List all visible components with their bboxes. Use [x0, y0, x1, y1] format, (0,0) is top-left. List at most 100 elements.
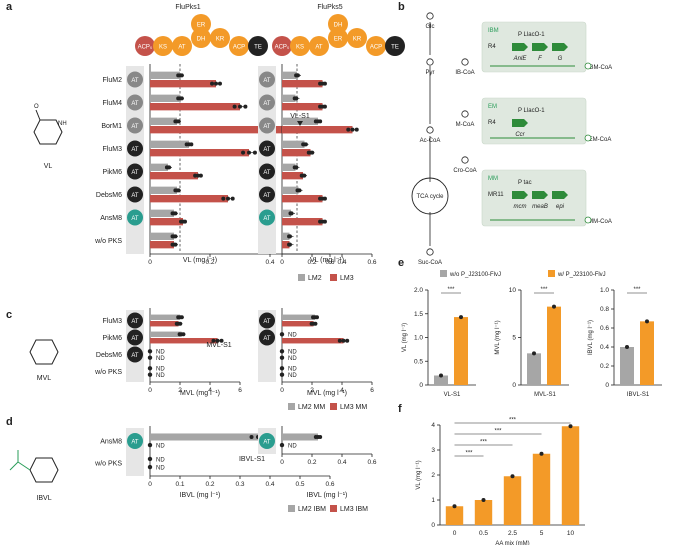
a-left-at-circle-4 — [127, 163, 143, 180]
c-left-nd-dot-2-1 — [147, 355, 153, 360]
c-left-nd-dot-2-0 — [147, 349, 153, 354]
b-gene-label-0-0: AnlE — [513, 56, 528, 62]
d-right-nd-0-1: ND — [288, 443, 297, 449]
c-right-point-1-1-2 — [345, 338, 350, 343]
d-left-row-label-1: w/o PKS — [94, 461, 122, 468]
e-ytick-label-1-2: 10 — [509, 287, 517, 294]
b-module-product-1: EM-CoA — [589, 137, 612, 143]
a-left-xtick-label-2: 0.4 — [265, 259, 274, 266]
a-legend-lm3: LM3 — [340, 275, 354, 282]
a-left-point-1-1-0 — [232, 104, 237, 109]
c-right-nd-3-0: ND — [288, 367, 297, 373]
e-point-2-1 — [645, 319, 649, 324]
b-node-label-7: Suc-CoA — [418, 260, 442, 266]
b-node-0 — [426, 12, 434, 20]
panel-label-f: f — [398, 403, 402, 415]
a-left-xtick-label-0: 0 — [148, 259, 152, 266]
b-gene-arrow-2-0 — [512, 191, 528, 199]
b-tca-circle — [411, 177, 449, 215]
d-left-row-label-0: AnsM8 — [100, 439, 122, 446]
b-node-label-6: TCA cycle — [416, 194, 444, 200]
a-left-bar-2-0 — [150, 117, 177, 125]
a-left-at-circle-6 — [127, 209, 143, 226]
d-left-xtick-label-4: 0.4 — [265, 481, 274, 488]
c-left-point-1-1-0 — [211, 338, 216, 343]
a-left-point-5-1-2 — [230, 196, 235, 201]
a-left-point-1-1-2 — [243, 104, 248, 109]
a-left-point-0-1-2 — [217, 81, 222, 86]
c-legend-lm3-swatch — [330, 403, 337, 410]
a-left-at-label-4: AT — [131, 170, 139, 176]
d-left-nd-0-1: ND — [156, 443, 165, 449]
a-right-point-2-1-1 — [350, 127, 355, 132]
c-left-row-label-2: DebsM6 — [96, 352, 122, 359]
a-left-row-label-1: FluM4 — [103, 100, 123, 107]
c-left-point-0-1-2 — [178, 321, 183, 326]
c-right-xtick-label-3: 6 — [370, 387, 374, 394]
a-left-row-label-5: DebsM6 — [96, 192, 122, 199]
d-left-nd-dot-1-0 — [147, 456, 153, 462]
e-category-1: MVL-S1 — [534, 392, 556, 398]
e-ytick-label-2-3: 0.6 — [600, 325, 609, 332]
b-gene-label-0-1: F — [538, 56, 542, 62]
b-module-strain-1: R4 — [488, 120, 496, 126]
c-right-xtick-label-2: 4 — [340, 387, 344, 394]
e-ytick-label-2-2: 0.4 — [600, 344, 609, 351]
flupks1-domain-label-2: AT — [178, 45, 186, 51]
c-left-nd-2-1: ND — [156, 356, 165, 362]
flupks5-domain-label-5: KR — [353, 37, 362, 43]
e-point-0-0 — [439, 373, 443, 378]
d-left-xtick-label-5: 0.5 — [295, 481, 304, 488]
e-point-1-1 — [552, 304, 556, 309]
a-right-point-0-0-2 — [295, 73, 300, 78]
d-right-point-0-0-2 — [318, 434, 323, 439]
f-point-1 — [481, 498, 486, 502]
vl-carbonyl — [35, 109, 41, 121]
b-gene-label-1-0: Ccr — [515, 132, 525, 138]
a-left-row-label-7: w/o PKS — [94, 238, 122, 245]
f-bar-4 — [561, 426, 580, 525]
d-legend-lm3: LM3 IBM — [340, 506, 368, 513]
e-sig-0: *** — [447, 287, 455, 293]
d-left-nd-1-1: ND — [156, 465, 165, 471]
a-right-point-5-0-2 — [297, 188, 302, 193]
f-xtick-label-1: 0.5 — [479, 530, 488, 537]
ibvl-isobutyl — [9, 450, 31, 471]
a-annotation: VL-S1 — [290, 113, 310, 120]
c-left-xtick-label-2: 4 — [208, 387, 212, 394]
flupks1-domain-label-3: ER — [197, 23, 206, 29]
a-left-bar-1-0 — [150, 94, 180, 102]
d-right-xtick-label-3: 0.6 — [367, 459, 376, 466]
d-left-point-0-0-0 — [249, 434, 254, 439]
b-node-4 — [426, 126, 434, 134]
a-right-xtick-label-1: 0.2 — [307, 259, 316, 266]
d-left-at-circle-0 — [127, 433, 143, 449]
c-right-nd-dot-1-0 — [279, 332, 285, 337]
f-sig-3: *** — [509, 418, 517, 424]
a-right-bar-0-0 — [282, 71, 297, 79]
a-annotation-arrow — [297, 121, 303, 126]
e-point-2-0 — [625, 345, 629, 349]
a-left-row-label-2: BorM1 — [101, 123, 122, 130]
b-product-node-0 — [584, 62, 592, 70]
f-bar-0 — [445, 506, 464, 525]
b-module-promoter-2: P tac — [518, 180, 532, 186]
vl-nh-label: NH — [58, 121, 67, 127]
a-right-at-label-3: AT — [263, 147, 271, 153]
flupks5-domain-2 — [309, 36, 329, 56]
a-right-bar-6-0 — [282, 209, 291, 217]
a-right-point-5-1-2 — [322, 196, 327, 201]
c-right-nd-dot-3-0 — [279, 366, 285, 371]
flupks1-domain-label-4: DH — [197, 37, 206, 43]
flupks1-domain-0 — [135, 36, 155, 56]
a-left-bar-4-1 — [150, 172, 198, 180]
c-left-point-1-1-2 — [219, 338, 224, 343]
c-left-at-circle-1 — [127, 329, 143, 346]
e-point-1-0 — [532, 351, 536, 356]
flupks5-domain-label-0: ACP₀ — [275, 45, 290, 51]
a-left-point-5-0-2 — [176, 188, 181, 193]
a-left-point-4-1-0 — [193, 173, 198, 178]
flupks1-domain-1 — [153, 36, 173, 56]
a-left-bar-5-0 — [150, 186, 177, 194]
e-sig-1: *** — [540, 287, 548, 293]
